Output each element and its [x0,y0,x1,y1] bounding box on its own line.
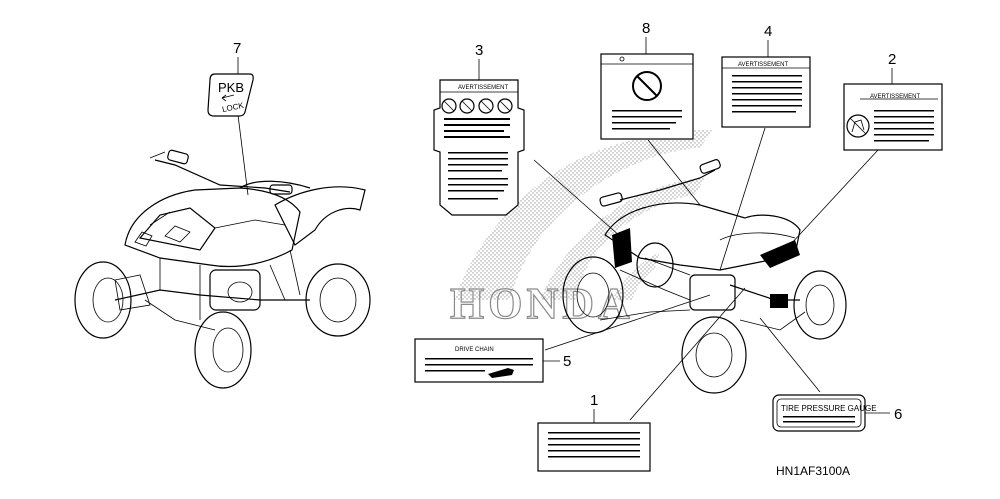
atv-rear-view [562,159,847,394]
pkb-text: PKB [218,80,244,95]
leader-lines [237,114,879,421]
label-blank-1 [537,422,651,472]
label-tire-pressure-gauge: TIRE PRESSURE GAUGE [772,394,877,432]
callout-3: 3 [475,42,483,59]
honda-wordmark: HONDA [450,279,634,328]
callout-6: 6 [894,406,902,423]
callout-2: 2 [888,51,896,68]
atv-front-view [74,149,371,389]
warning-header-4: AVERTISSEMENT [738,62,788,68]
label-warning-large: AVERTISSEMENT [433,79,525,216]
callout-8: 8 [642,20,650,37]
callout-1: 1 [590,392,598,409]
label-warning-2: AVERTISSEMENT [843,83,943,151]
warning-header-3: AVERTISSEMENT [458,85,508,91]
label-parking-brake-lock: PKB LOCK [207,73,254,117]
callout-4: 4 [764,23,772,40]
label-prohibition [600,53,694,140]
label-drive-chain: DRIVE CHAIN [414,338,544,383]
warning-text-lines-3 [444,118,510,200]
drive-chain-text: DRIVE CHAIN [455,347,494,353]
callout-7: 7 [233,40,241,57]
tire-pressure-text: TIRE PRESSURE GAUGE [781,404,877,413]
prohibition-icons-row [441,98,513,114]
diagram-code: HN1AF3100A [776,464,850,478]
warning-header-2: AVERTISSEMENT [870,94,920,100]
label-warning-4: AVERTISSEMENT [721,56,811,128]
callout-5: 5 [563,353,571,370]
